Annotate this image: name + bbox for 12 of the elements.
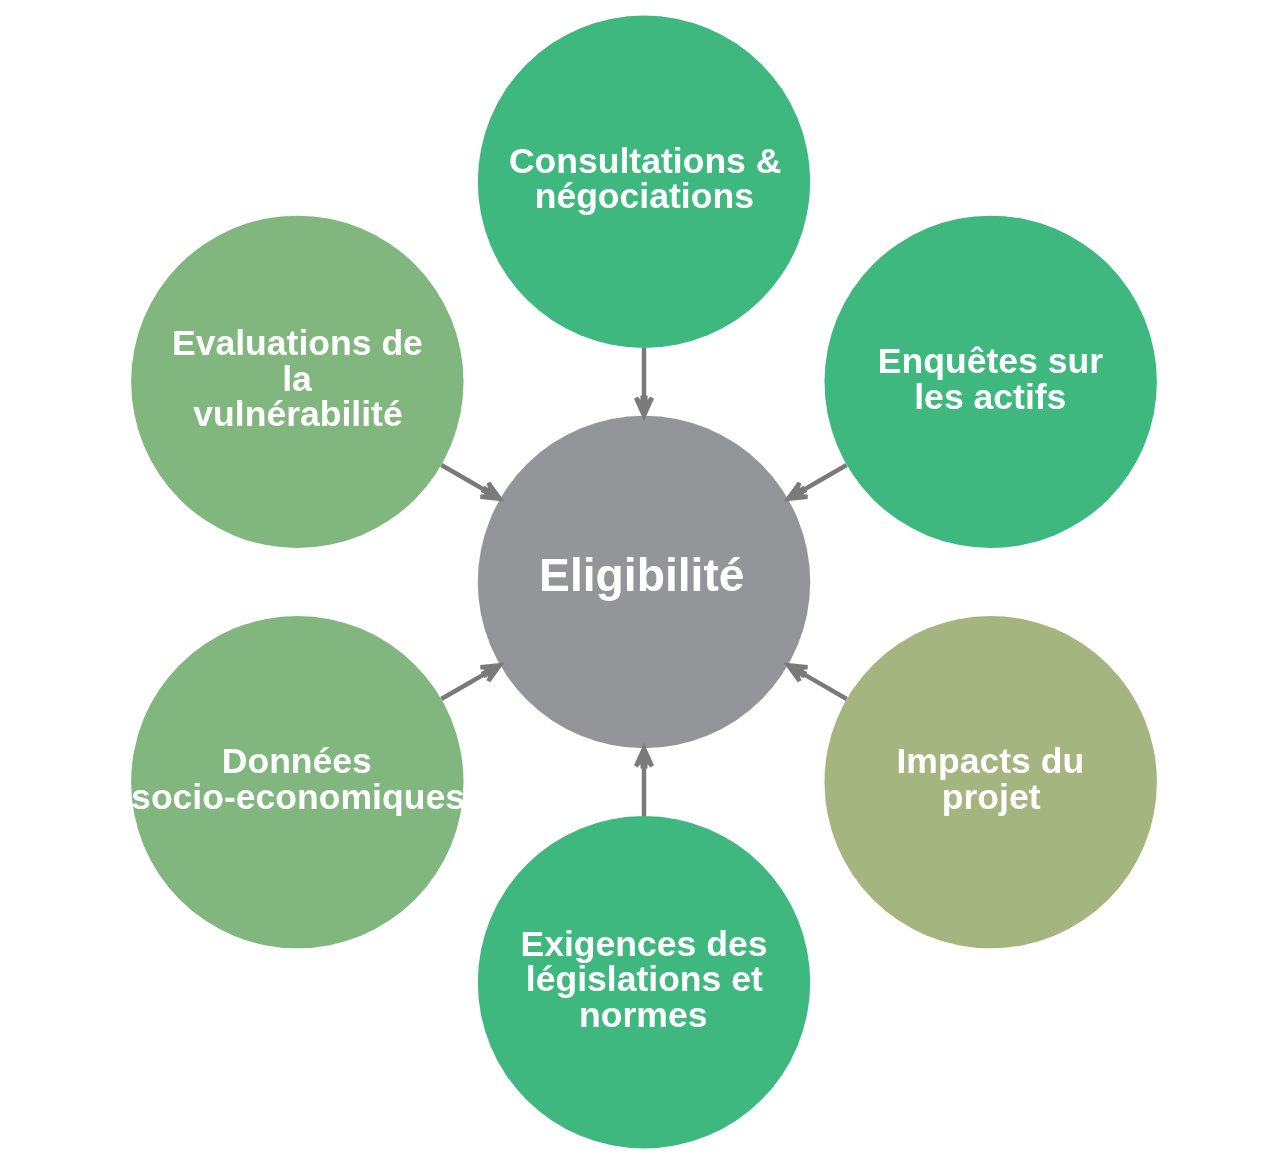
node-circle: Données socio-economiques xyxy=(131,615,464,949)
arrow xyxy=(633,348,655,418)
node-circle: Enquêtes sur les actifs xyxy=(824,215,1157,549)
node-circle: Evaluations de la vulnérabilité xyxy=(131,215,464,549)
node-circle: Exigences des législations et normes xyxy=(477,816,811,1149)
node-circle: Impacts du projet xyxy=(824,615,1157,949)
arrow xyxy=(633,746,655,817)
arrow xyxy=(785,663,848,701)
arrow xyxy=(785,463,848,501)
node-circle: Consultations & négociations xyxy=(477,15,811,348)
arrow xyxy=(440,663,503,701)
arrow xyxy=(440,463,503,501)
